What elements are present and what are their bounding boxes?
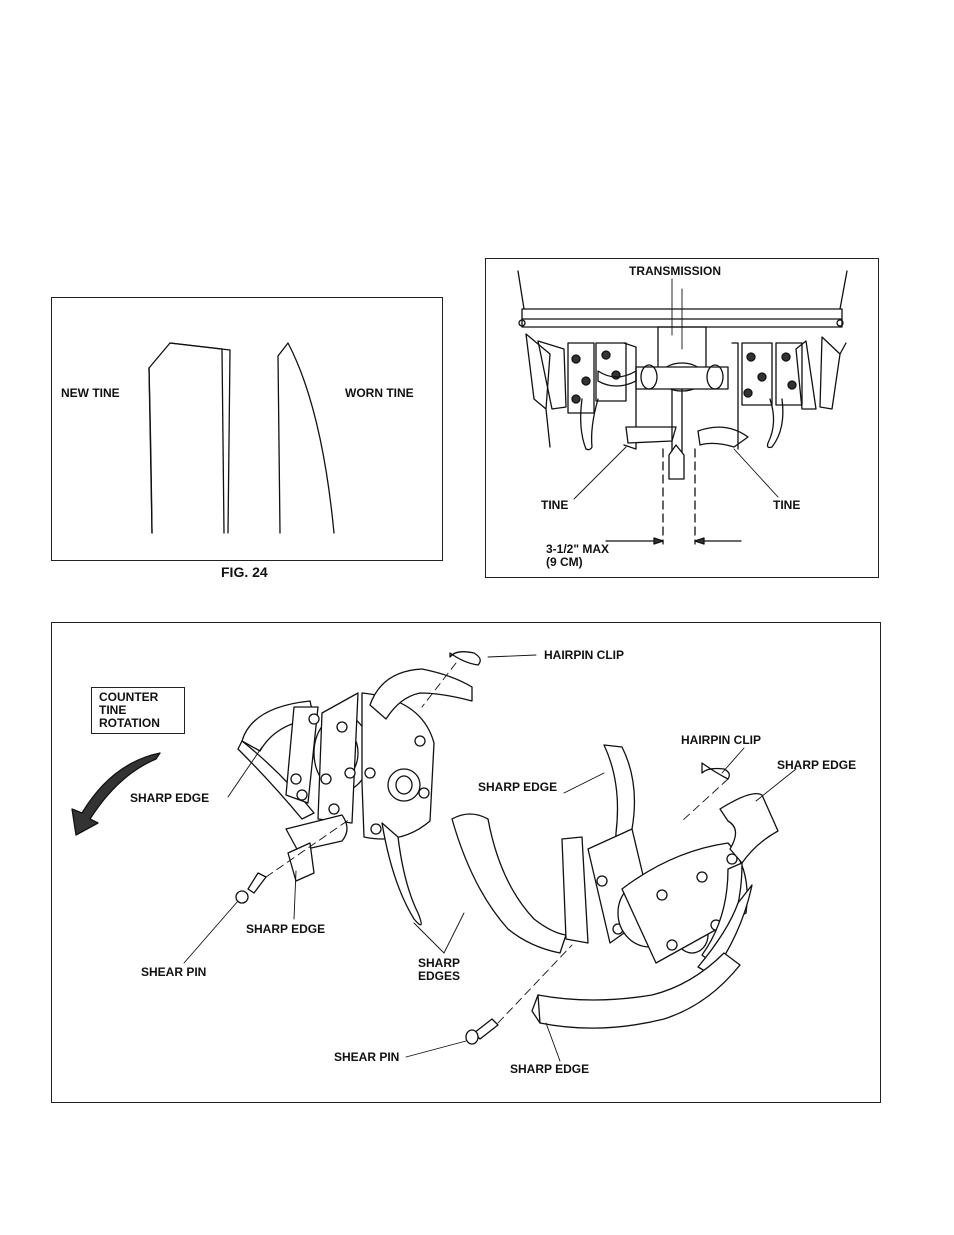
new-tine-shape bbox=[149, 343, 230, 533]
left-tine-cluster bbox=[526, 334, 676, 450]
tine-right-leader bbox=[734, 449, 778, 497]
sharp-edge-top-right-label: SHARP EDGE bbox=[777, 759, 856, 772]
sharp-edges-leader-a bbox=[414, 923, 444, 953]
tine-left-label: TINE bbox=[541, 499, 568, 512]
fig24-panel: NEW TINE WORN TINE bbox=[51, 297, 443, 561]
fig24-caption: FIG. 24 bbox=[221, 566, 268, 579]
tine-wear-drawing bbox=[52, 298, 444, 562]
shear-pin-left-label: SHEAR PIN bbox=[141, 966, 206, 979]
counter-rotation-box: COUNTER TINE ROTATION bbox=[91, 687, 185, 734]
sharp-edge-bottom-label: SHARP EDGE bbox=[510, 1063, 589, 1076]
worn-tine-shape bbox=[278, 343, 334, 533]
tine-right-label: TINE bbox=[773, 499, 800, 512]
transmission-drawing bbox=[486, 259, 880, 579]
sharp-edge-left-label: SHARP EDGE bbox=[130, 792, 209, 805]
new-tine-label: NEW TINE bbox=[61, 387, 120, 400]
sharp-edge-center-label: SHARP EDGE bbox=[478, 781, 557, 794]
tine-assembly-panel: COUNTER TINE ROTATION HAIRPIN CLIP HAIRP… bbox=[51, 622, 881, 1103]
max-gap-line2: (9 CM) bbox=[546, 556, 609, 569]
tine-left-leader bbox=[574, 447, 626, 499]
counter-rotation-line3: ROTATION bbox=[99, 717, 177, 730]
hairpin-clip-left-label: HAIRPIN CLIP bbox=[544, 649, 624, 662]
transmission-label: TRANSMISSION bbox=[629, 265, 721, 278]
sharp-edge-center-leader bbox=[564, 773, 604, 793]
sharp-edges-leader-b bbox=[444, 913, 464, 953]
shear-pin-bottom-label: SHEAR PIN bbox=[334, 1051, 399, 1064]
hairpin-clip-right-label: HAIRPIN CLIP bbox=[681, 734, 761, 747]
sharp-edge-bottom-leader bbox=[546, 1023, 560, 1061]
right-tine-cluster bbox=[698, 337, 846, 449]
sharp-edges-line2: EDGES bbox=[418, 970, 460, 983]
shear-pin-left-leader bbox=[184, 901, 238, 963]
loose-blade-center bbox=[452, 814, 566, 953]
transmission-panel: TRANSMISSION TINE TINE 3-1/2" MAX (9 CM) bbox=[485, 258, 879, 578]
max-gap-label: 3-1/2" MAX (9 CM) bbox=[546, 543, 609, 569]
shear-pin-bottom-leader bbox=[406, 1041, 466, 1057]
worn-tine-label: WORN TINE bbox=[345, 387, 414, 400]
sharp-edge-lower-left-label: SHARP EDGE bbox=[246, 923, 325, 936]
left-tine-assembly bbox=[236, 669, 472, 925]
sharp-edge-top-right-leader bbox=[756, 769, 796, 801]
sharp-edges-label: SHARP EDGES bbox=[418, 957, 460, 983]
hairpin-left-leader bbox=[488, 655, 536, 657]
hairpin-right-leader bbox=[722, 748, 744, 773]
